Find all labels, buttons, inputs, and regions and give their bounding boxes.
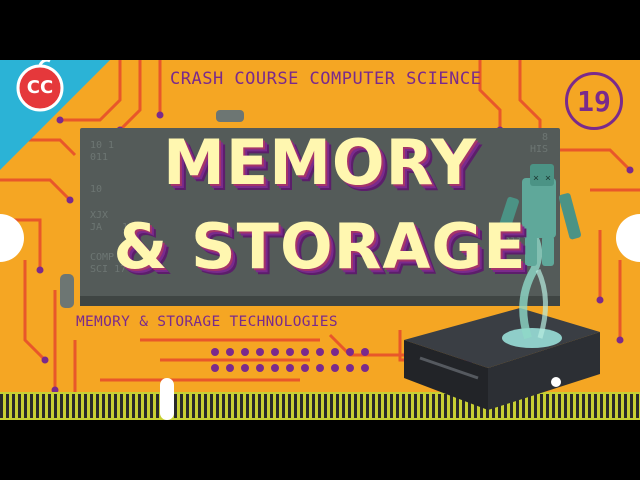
left-mount-hole: [0, 214, 24, 262]
apple-icon: [16, 64, 64, 112]
chip-label-right-top: 8 HIS: [530, 132, 549, 155]
svg-text:× ×: × ×: [533, 173, 551, 184]
circuit-traces: [0, 60, 640, 400]
headline-line-2: & STORAGE: [113, 210, 527, 283]
chip-label-left-mid: 10: [90, 184, 103, 195]
chip-label-left-top: 10 1 011: [90, 140, 115, 163]
headline-line-1: MEMORY: [163, 126, 477, 199]
thumbnail-stage: × × CC CRASH COURSE COMPUTER SCIENCE 19 …: [0, 60, 640, 420]
edge-connector: [0, 378, 640, 420]
episode-number-badge: 19: [565, 72, 623, 130]
chip-label-right-mid: 1011: [498, 236, 523, 247]
ghost-robot-illustration: × ×: [496, 164, 582, 340]
memory-chip: [60, 110, 560, 308]
chip-label-left-code: XJX JA: [90, 210, 109, 233]
letterbox-top: [0, 0, 640, 60]
crash-course-logo-text: CC: [26, 77, 54, 98]
game-console-illustration: [404, 308, 600, 410]
circuit-board-art: × ×: [0, 60, 640, 420]
chip-label-left-bottom: COMP SCI 17: [90, 252, 127, 275]
pin-dots-row: [211, 348, 369, 372]
episode-subtitle: MEMORY & STORAGE TECHNOLOGIES: [76, 314, 338, 330]
chip-label-left-num: 111: [122, 222, 141, 233]
letterbox-bottom: [0, 420, 640, 480]
right-mount-hole: [616, 214, 640, 262]
series-title: CRASH COURSE COMPUTER SCIENCE: [170, 69, 482, 89]
